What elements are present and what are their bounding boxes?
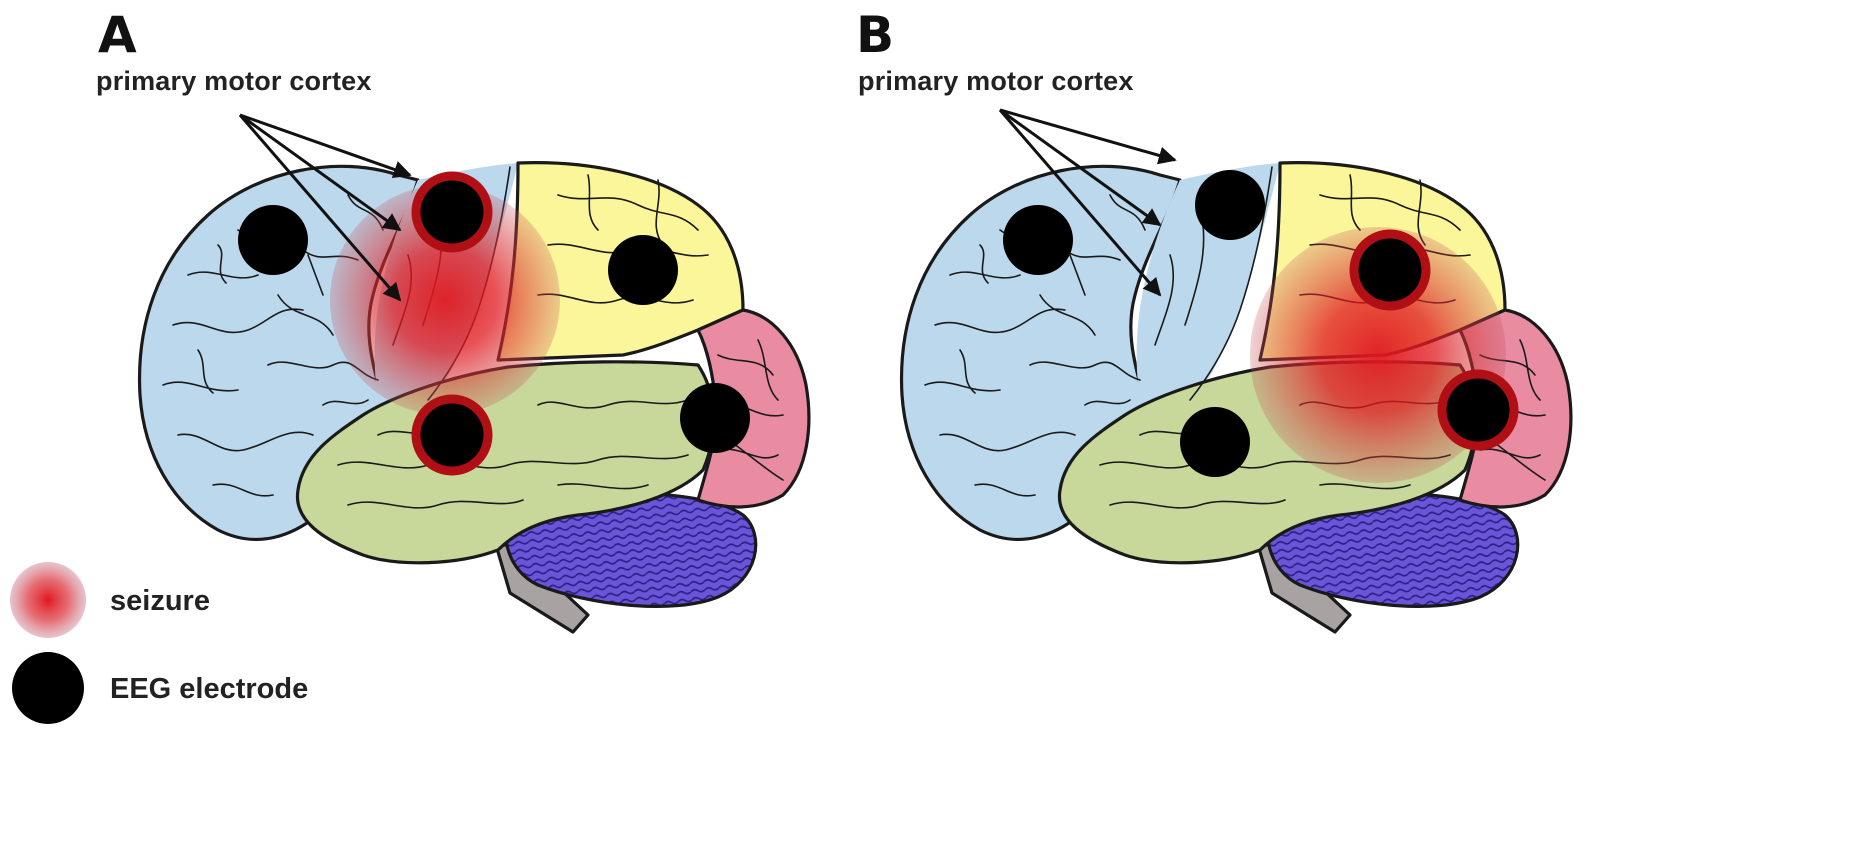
panel-a-electrode-frontal: [238, 205, 308, 275]
legend-electrode-swatch: [12, 652, 84, 724]
panel-a-electrode-motor: [416, 176, 488, 248]
panel-b-electrode-motor: [1195, 170, 1265, 240]
panel-b-electrode-occipital: [1442, 374, 1514, 446]
panel-a-electrode-occipital: [680, 383, 750, 453]
legend-seizure-swatch: [10, 562, 86, 638]
panel-b-electrode-temporal: [1180, 407, 1250, 477]
panel-a-electrode-parietal: [608, 235, 678, 305]
panel-b-electrode-parietal: [1354, 234, 1426, 306]
panel-a-electrode-temporal: [416, 399, 488, 471]
panel-b-electrode-frontal: [1003, 205, 1073, 275]
